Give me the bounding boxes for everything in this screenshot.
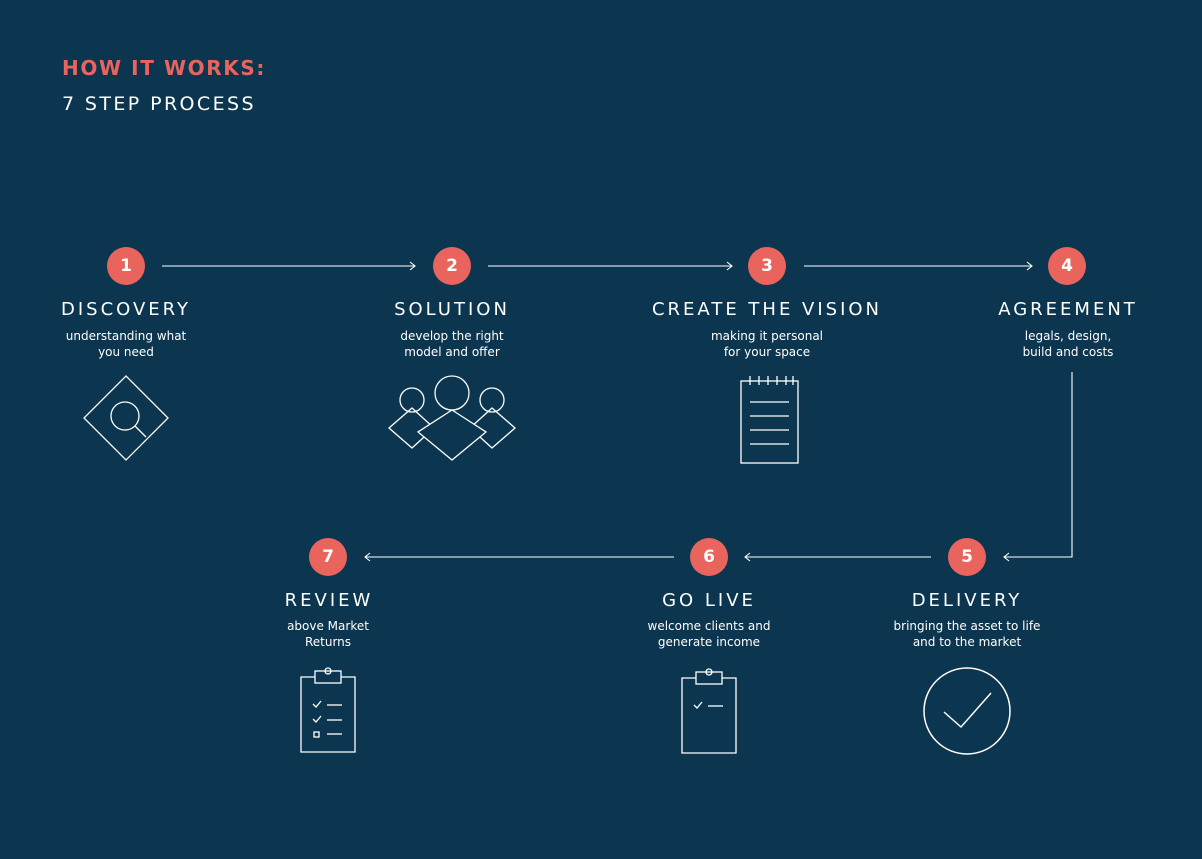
clipboard-single-check-icon <box>681 668 737 754</box>
step-4-badge: 4 <box>1048 247 1086 285</box>
step-4-title: AGREEMENT <box>998 299 1138 320</box>
step-7-description: above Market Returns <box>287 619 369 649</box>
step-5-description: bringing the asset to life and to the ma… <box>893 619 1041 649</box>
step-5-badge: 5 <box>948 538 986 576</box>
step-3-badge: 3 <box>748 247 786 285</box>
step-7-badge: 7 <box>309 538 347 576</box>
arrow-1-to-2 <box>162 261 416 271</box>
step-3-description: making it personal for your space <box>710 329 824 359</box>
arrow-6-to-7 <box>364 552 674 562</box>
magnifier-diamond-icon <box>83 375 169 461</box>
step-7-title: REVIEW <box>284 590 374 611</box>
arrow-5-to-6 <box>744 552 931 562</box>
step-6-description: welcome clients and generate income <box>647 619 771 649</box>
step-1-title: DISCOVERY <box>60 299 192 320</box>
arrow-2-to-3 <box>488 261 733 271</box>
step-6-badge: 6 <box>690 538 728 576</box>
clipboard-checklist-icon <box>300 667 356 753</box>
step-1-badge: 1 <box>107 247 145 285</box>
people-group-icon <box>388 375 516 461</box>
step-6-title: GO LIVE <box>662 590 756 611</box>
page-kicker: HOW IT WORKS: <box>62 56 266 80</box>
arrow-3-to-4 <box>804 261 1033 271</box>
step-5-title: DELIVERY <box>911 590 1023 611</box>
step-2-badge: 2 <box>433 247 471 285</box>
checkmark-circle-icon <box>923 667 1011 755</box>
step-3-title: CREATE THE VISION <box>651 299 883 320</box>
step-1-description: understanding what you need <box>65 329 187 359</box>
notepad-icon <box>740 376 799 464</box>
arrow-4-to-5 <box>1003 372 1073 562</box>
step-2-description: develop the right model and offer <box>400 329 504 359</box>
page-title: 7 STEP PROCESS <box>62 93 256 115</box>
step-4-description: legals, design, build and costs <box>1022 329 1114 359</box>
step-2-title: SOLUTION <box>394 299 510 320</box>
